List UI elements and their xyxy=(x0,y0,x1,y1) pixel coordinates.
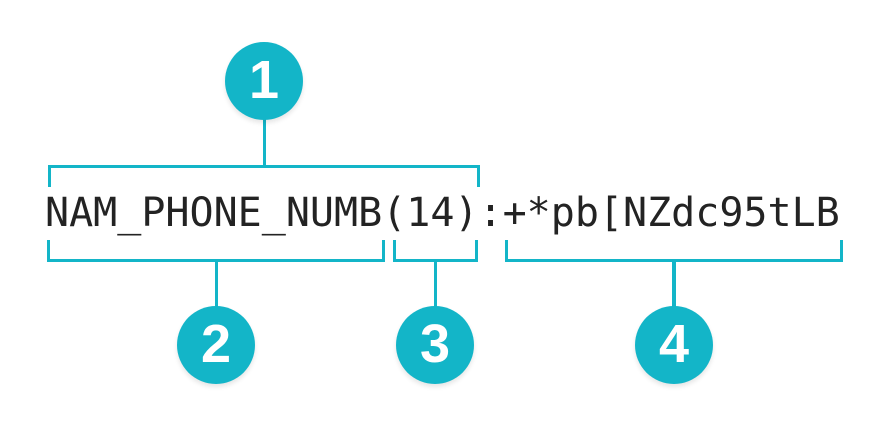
field-value-bracket xyxy=(505,240,843,262)
segment-field-value: +*pb[NZdc95tLB xyxy=(502,190,840,236)
field-name-bracket xyxy=(47,240,385,262)
callout-3-badge: 3 xyxy=(396,306,474,384)
callout-4-number: 4 xyxy=(658,314,690,374)
callout-3-number: 3 xyxy=(419,314,451,374)
field-length-bracket xyxy=(393,240,478,262)
callout-3-connector xyxy=(433,260,438,308)
callout-1-badge: 1 xyxy=(225,42,303,120)
callout-1-number: 1 xyxy=(248,50,280,110)
callout-2-badge: 2 xyxy=(177,306,255,384)
callout-4-connector xyxy=(672,260,676,308)
record-string: NAM_PHONE_NUMB(14):+*pb[NZdc95tLB xyxy=(45,193,840,241)
callout-2-number: 2 xyxy=(200,314,232,374)
segment-separator: : xyxy=(478,190,503,236)
callout-2-connector xyxy=(214,260,218,308)
segment-field-length: (14) xyxy=(382,190,479,236)
segment-field-name: NAM_PHONE_NUMB xyxy=(45,190,383,236)
callout-1-connector xyxy=(262,116,266,167)
field-name-and-length-bracket xyxy=(48,165,480,187)
callout-4-badge: 4 xyxy=(635,306,713,384)
